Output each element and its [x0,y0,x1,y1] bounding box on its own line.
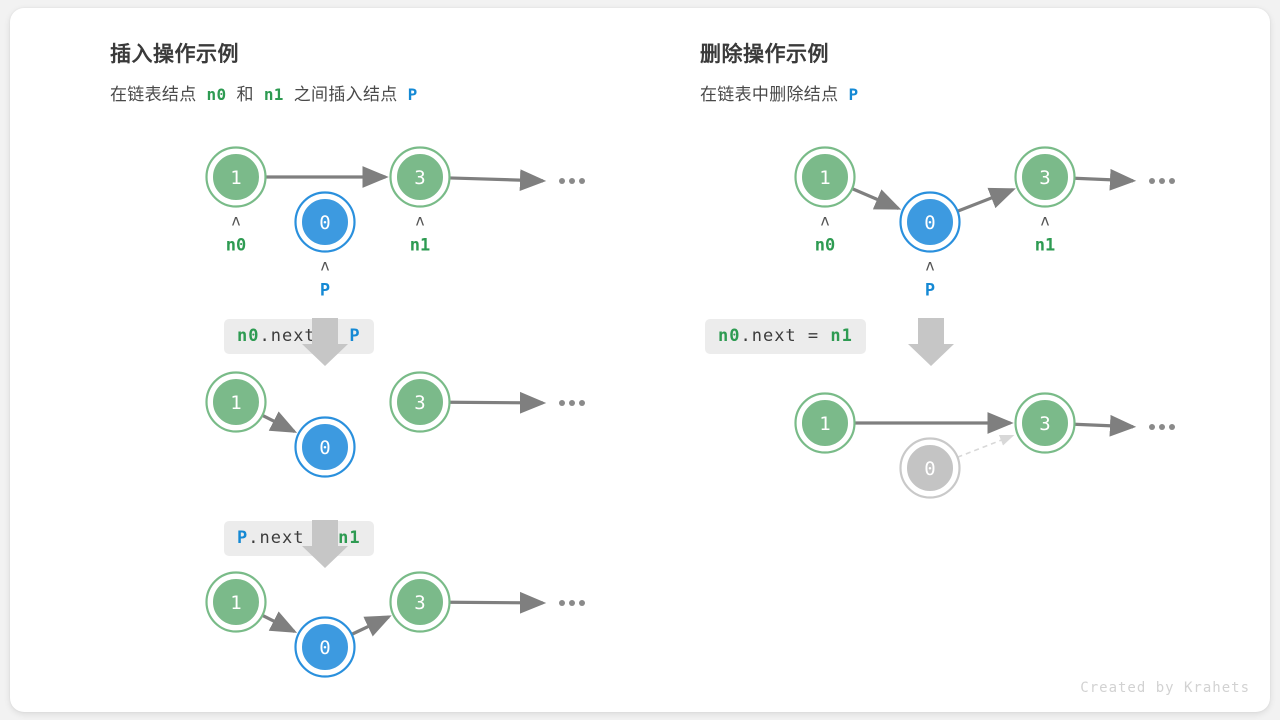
list-node-n1: 3 [389,371,451,433]
node-value: 0 [319,437,330,459]
list-row-after-deletion: 1 0 3 [794,392,1175,499]
ellipsis-dots [559,178,585,184]
ellipsis-dots [1149,424,1175,430]
pointer-label-P: P [925,281,935,301]
list-node-n0: 1 [794,392,856,454]
deletion-subtitle: 在链表中删除结点 P [700,85,859,104]
insertion-step-arrow-2 [302,520,348,568]
pointer-caret: ʌ [320,257,329,275]
pointer-caret: ʌ [415,212,424,230]
edge-arrow [449,391,547,414]
pointer-label-n0: n0 [815,236,835,256]
node-value: 3 [1039,413,1050,435]
pointer-caret: ʌ [925,257,934,275]
list-node-n0: 1 [205,146,267,208]
node-value: 0 [924,212,935,234]
node-value: 1 [819,413,830,435]
edge-arrow [449,169,547,191]
pointer-label-n0: n0 [226,236,246,256]
edge-arrow [1074,168,1137,191]
node-value: 1 [230,592,241,614]
list-row-after-p-next-n1: 1 0 3 [205,571,585,678]
node-value: 3 [414,592,425,614]
node-value: 0 [319,637,330,659]
node-value: 3 [414,167,425,189]
deletion-title: 删除操作示例 [700,43,829,66]
node-value: 0 [924,458,935,480]
node-value: 0 [319,212,330,234]
deletion-step-arrow-1 [908,318,954,366]
list-row-after-n0-next-p: 1 0 3 [205,371,585,478]
node-value: 1 [230,167,241,189]
list-node-p: 0 [899,191,961,253]
insertion-step-arrow-1 [302,318,348,366]
edge-arrow [350,615,392,637]
pointer-label-n1: n1 [1035,236,1055,256]
ellipsis-dots [559,400,585,406]
list-node-p: 0 [899,437,961,499]
list-node-n1: 3 [1014,146,1076,208]
list-node-n0: 1 [794,146,856,208]
pointer-caret: ʌ [820,212,829,230]
list-node-n0: 1 [205,571,267,633]
edge-arrow [851,187,902,210]
node-value: 1 [230,392,241,414]
list-node-n1: 3 [389,146,451,208]
node-value: 3 [1039,167,1050,189]
watermark: Created by Krahets [1080,680,1250,696]
insertion-step-2-code: P.next = n1 [224,521,374,556]
list-node-p: 0 [294,416,356,478]
list-node-p: 0 [294,191,356,253]
edge-arrow [956,187,1016,213]
list-node-n1: 3 [1014,392,1076,454]
list-node-n1: 3 [389,571,451,633]
pointer-caret: ʌ [231,212,240,230]
ellipsis-dots [559,600,585,606]
edge-arrow [261,611,298,633]
list-node-p: 0 [294,616,356,678]
pointer-label-n1: n1 [410,236,430,256]
node-value: 1 [819,167,830,189]
pointer-caret: ʌ [1040,212,1049,230]
edge-arrow [261,411,298,433]
ellipsis-dots [1149,178,1175,184]
list-node-n0: 1 [205,371,267,433]
insertion-panel: 插入操作示例 在链表结点 n0 和 n1 之间插入结点 P n0.next = … [110,0,690,704]
insertion-subtitle: 在链表结点 n0 和 n1 之间插入结点 P [110,85,418,104]
insertion-step-1-code: n0.next = P [224,319,374,354]
node-value: 3 [414,392,425,414]
deletion-panel: 删除操作示例 在链表中删除结点 P n0.next = n1 [700,0,1260,704]
edge-arrow [957,434,1015,458]
edge-arrow [1074,414,1137,437]
pointer-label-P: P [320,281,330,301]
edge-arrow [449,591,547,614]
deletion-step-1-code: n0.next = n1 [705,319,866,354]
insertion-title: 插入操作示例 [110,43,239,66]
